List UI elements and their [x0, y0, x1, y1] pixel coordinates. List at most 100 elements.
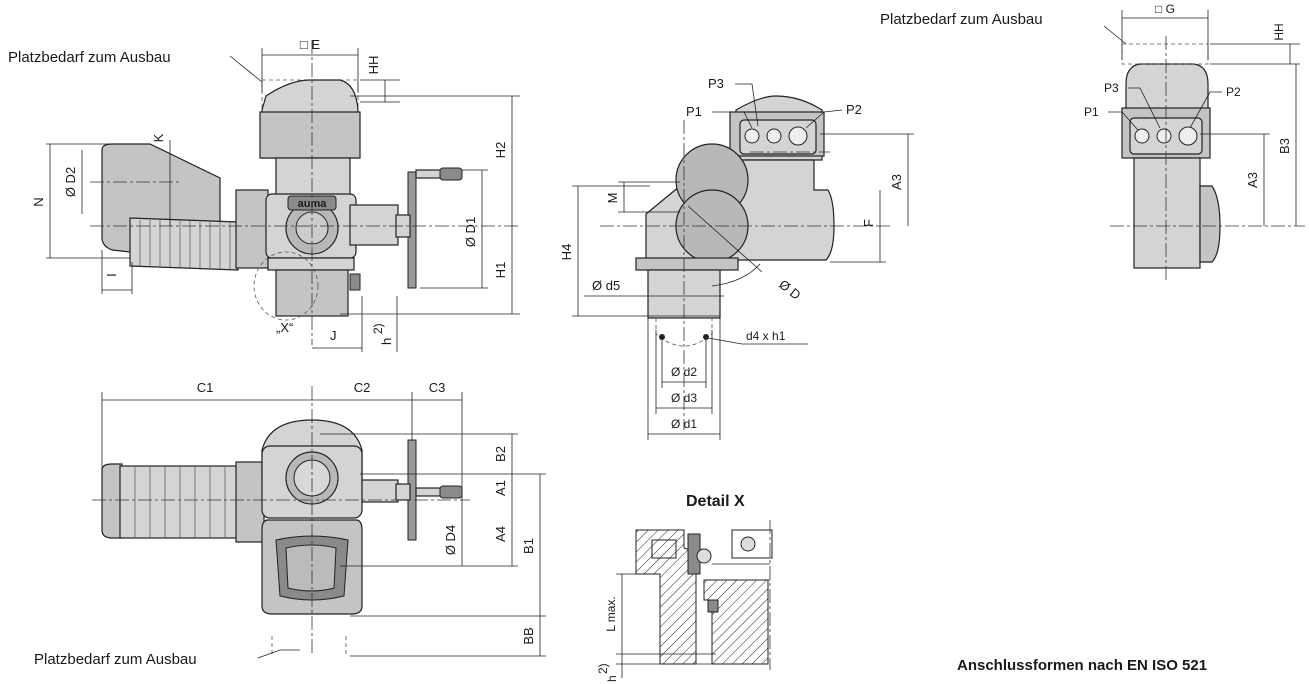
label-P3-mid: P3: [708, 76, 724, 91]
handwheel-arm: [349, 204, 399, 246]
detail-bearing: [731, 529, 773, 559]
removal-caption-top-right: Platzbedarf zum Ausbau: [880, 11, 1043, 28]
label-K: K: [151, 133, 166, 142]
label-D: Ø D: [776, 277, 803, 303]
footnote-h: 2): [371, 323, 385, 334]
right-port-p1: [1134, 128, 1150, 144]
right-port-p3: [1156, 128, 1172, 144]
detail-x-circle: [253, 251, 319, 321]
motor-ribs-top: [119, 465, 239, 539]
label-H4: H4: [559, 244, 574, 261]
label-M: M: [605, 193, 620, 204]
terminal-window: [285, 544, 337, 592]
label-J: J: [330, 328, 337, 343]
detail-x: Detail X L max. h 2): [596, 493, 773, 682]
top-view: C1 C2 C3 B2 A1 A4 B1 BB Ø D4: [92, 380, 546, 659]
label-P1-mid: P1: [686, 104, 702, 119]
front-view: P3 P1 P2 A3 F M H4 Ø D Ø d5 d4 x h1: [559, 76, 914, 440]
label-h-detail: h: [605, 675, 619, 682]
base-plate: [635, 257, 739, 271]
brand-logo: auma: [298, 198, 328, 210]
ring-left: [659, 334, 665, 340]
label-P2-right: P2: [1226, 85, 1241, 99]
port-p3: [766, 128, 782, 144]
label-h: h: [379, 338, 394, 345]
label-d3: Ø d3: [671, 391, 697, 405]
motor-end-top: [101, 463, 123, 539]
label-BB: BB: [521, 627, 536, 644]
right-port-p2: [1178, 126, 1198, 146]
label-P1-right: P1: [1084, 105, 1099, 119]
leader-P2-right: [1189, 91, 1222, 129]
handwheel-hub-top: [395, 483, 411, 501]
label-A3-mid: A3: [889, 174, 904, 190]
control-neck: [275, 157, 351, 199]
detail-oring-2: [740, 536, 756, 552]
removal-caption-top-left: Platzbedarf zum Ausbau: [8, 49, 171, 66]
right-view: □ G HH B3 A3 P3 P1 P2: [1084, 2, 1305, 280]
detail-title: Detail X: [686, 493, 745, 510]
port-p1: [744, 128, 760, 144]
detail-flange-right: [703, 579, 769, 665]
right-head-top: [1125, 63, 1209, 111]
label-N: N: [31, 197, 46, 206]
right-body: [1133, 157, 1201, 269]
detail-oring-1: [696, 548, 712, 564]
label-B2: B2: [493, 446, 508, 462]
handwheel-grip-top: [439, 485, 463, 499]
leader-P3: [735, 83, 759, 127]
label-C2: C2: [354, 380, 371, 395]
label-Lmax: L max.: [604, 596, 618, 632]
footnote-h-detail: 2): [596, 663, 610, 674]
dim-line-D: [687, 205, 763, 273]
removal-leader: [229, 55, 263, 83]
stem-ghost: [655, 318, 713, 347]
label-A3-right: A3: [1245, 172, 1260, 188]
detail-x-marker: „X“: [276, 320, 293, 335]
right-removal-outline: [1121, 43, 1209, 65]
label-H1: H1: [493, 262, 508, 279]
label-C1: C1: [197, 380, 214, 395]
handwheel-arm-top: [361, 479, 399, 503]
leader-P2: [805, 109, 843, 129]
removal-leader-bottom: [257, 649, 300, 659]
motor-ribs: [129, 217, 239, 271]
motor-rib-lines: [139, 220, 231, 270]
label-P3-right: P3: [1104, 81, 1119, 95]
label-H2: H2: [493, 142, 508, 159]
label-A1: A1: [493, 480, 508, 496]
label-d5: Ø d5: [592, 278, 620, 293]
label-HH-left: HH: [366, 56, 381, 75]
label-G: □ G: [1155, 2, 1175, 16]
handwheel-grip: [439, 167, 463, 181]
motor-flange-top: [235, 461, 265, 543]
port-p2: [788, 126, 808, 146]
label-B1: B1: [521, 538, 536, 554]
base-flange: [267, 257, 355, 271]
label-B3: B3: [1277, 138, 1292, 154]
label-E: □ E: [300, 37, 320, 52]
detail-collar: [651, 539, 677, 559]
leader-P3-right: [1128, 87, 1161, 129]
label-P2-mid: P2: [846, 102, 862, 117]
label-D1: Ø D1: [463, 217, 478, 247]
arc-D: [711, 263, 761, 287]
label-F: F: [861, 219, 876, 227]
right-flange: [1199, 185, 1221, 263]
label-D4: Ø D4: [443, 525, 458, 555]
label-d2: Ø d2: [671, 365, 697, 379]
connection-caption: Anschlussformen nach EN ISO 521: [957, 657, 1207, 674]
label-d4h1: d4 x h1: [746, 329, 786, 343]
plug: [349, 273, 361, 291]
removal-leader-right: [1103, 25, 1127, 45]
ring-right: [703, 334, 709, 340]
leader-P1-right: [1108, 111, 1139, 131]
label-A4: A4: [493, 526, 508, 542]
removal-caption-bottom: Platzbedarf zum Ausbau: [34, 651, 197, 668]
leader-d4h1: [707, 337, 743, 345]
side-view: auma □ E HH H2 H1: [31, 37, 520, 352]
label-C3: C3: [429, 380, 446, 395]
label-d1: Ø d1: [671, 417, 697, 431]
leader-P1: [712, 111, 753, 129]
